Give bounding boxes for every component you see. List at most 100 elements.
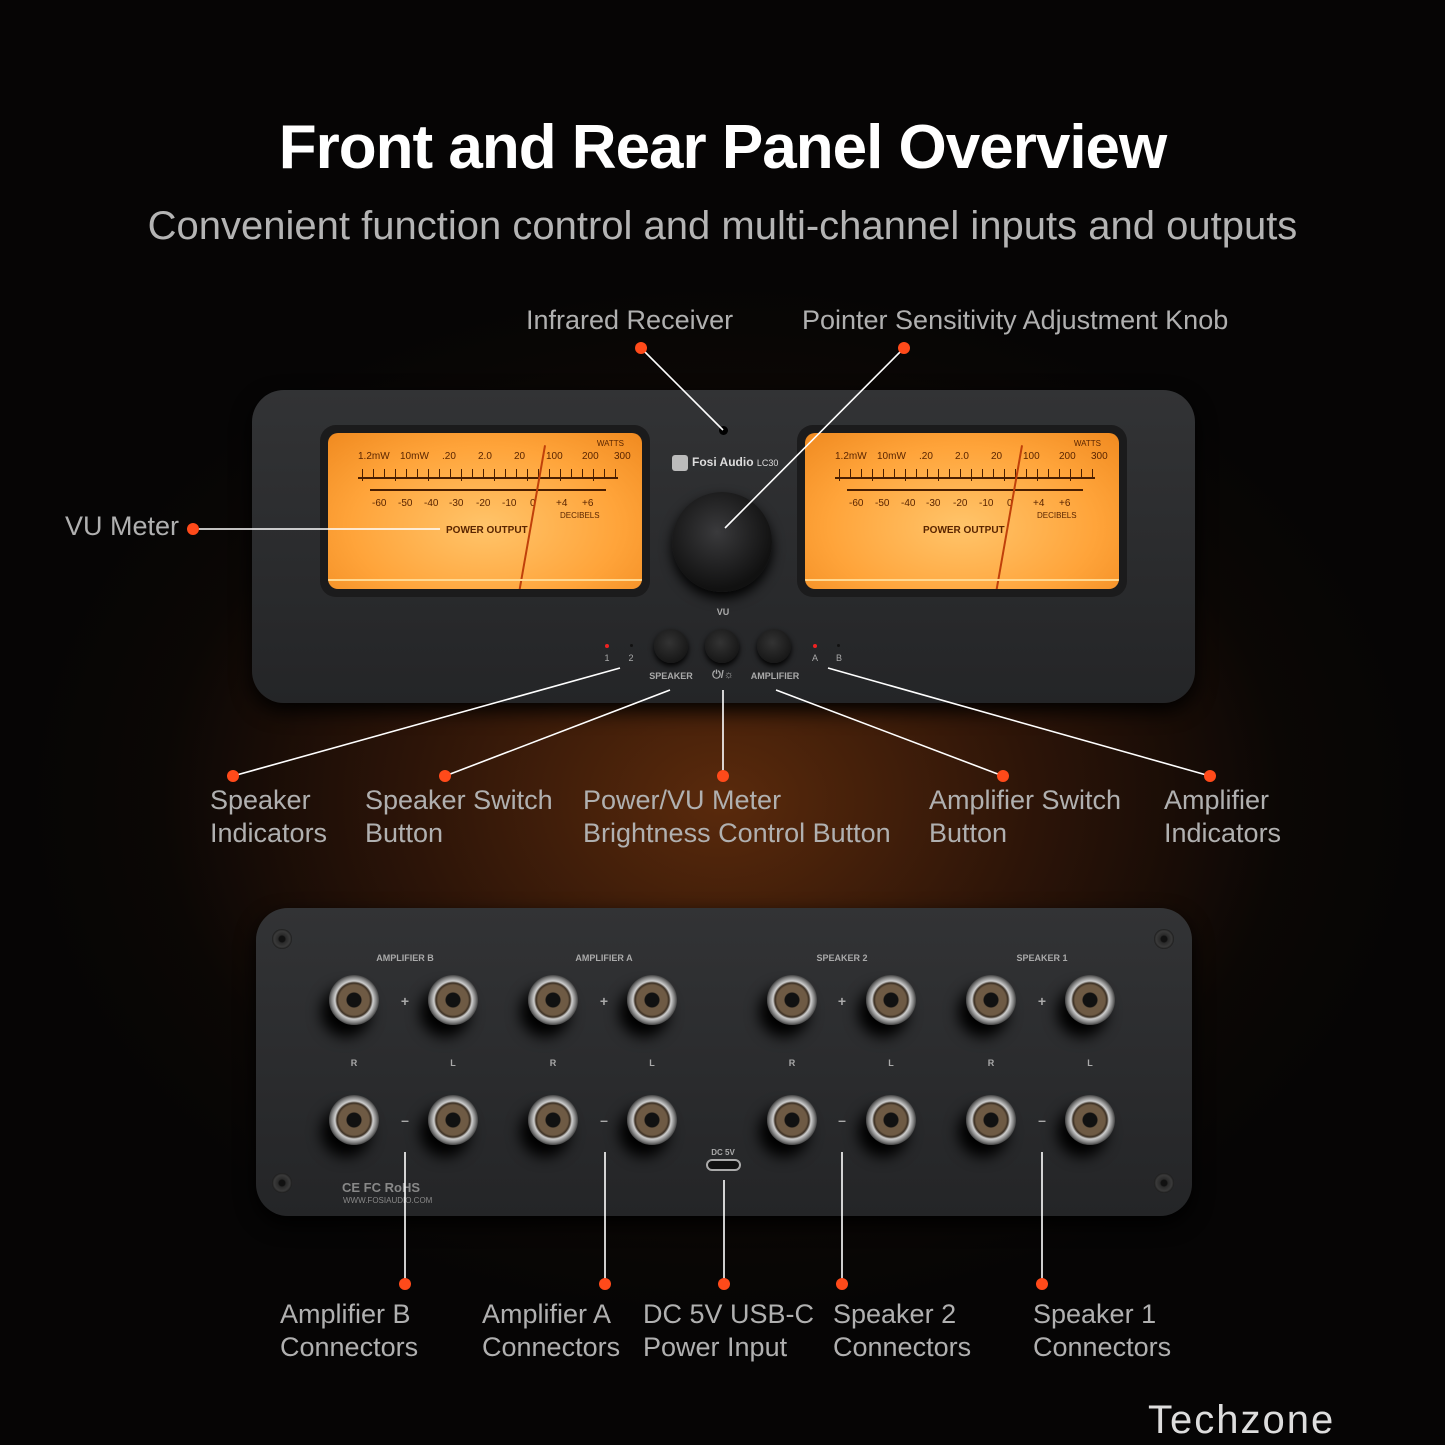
binding-post[interactable] [329, 975, 379, 1025]
line1: Amplifier Switch [929, 785, 1122, 815]
db-tick-label: -50 [398, 498, 413, 509]
scale-tick [615, 469, 616, 477]
scale-arc [835, 477, 1095, 479]
scale-tick [527, 469, 528, 481]
scale-arc [847, 489, 1083, 491]
callout-vu-meter: VU Meter [65, 511, 180, 541]
brand-name: Fosi Audio [692, 455, 754, 470]
callout-infrared: Infrared Receiver [526, 305, 734, 335]
binding-post[interactable] [528, 975, 578, 1025]
callout-line [827, 667, 1211, 777]
binding-post[interactable] [627, 1095, 677, 1145]
db-tick-label: -40 [901, 498, 916, 509]
binding-post[interactable] [767, 1095, 817, 1145]
db-tick-label: -10 [979, 498, 994, 509]
minus-label: – [1038, 1112, 1046, 1128]
watts-tick-label: 10mW [877, 451, 906, 462]
line2: Connectors [482, 1332, 621, 1362]
speaker-switch-button[interactable] [654, 629, 688, 663]
page-title: Front and Rear Panel Overview [278, 113, 1168, 182]
line1: Speaker 1 [1033, 1299, 1157, 1329]
scale-tick [1070, 469, 1071, 481]
amp-indicator-a-led [813, 644, 817, 648]
usb-c-port[interactable] [706, 1159, 741, 1171]
scale-tick [395, 469, 396, 481]
scale-tick [483, 469, 484, 477]
plus-label: + [400, 993, 410, 1009]
plus-label: + [1037, 993, 1047, 1009]
binding-post[interactable] [627, 975, 677, 1025]
binding-post[interactable] [866, 975, 916, 1025]
binding-post[interactable] [966, 975, 1016, 1025]
callout-dot [439, 770, 451, 782]
scale-tick [1048, 469, 1049, 477]
plus-label: + [599, 993, 609, 1009]
line2: Indicators [210, 818, 328, 848]
db-tick-label: +4 [1033, 498, 1045, 509]
channel-label: L [450, 1058, 456, 1068]
scale-tick [839, 469, 840, 481]
scale-arc [370, 489, 606, 491]
channel-label: L [888, 1058, 894, 1068]
scale-tick [417, 469, 418, 477]
callout-dot [227, 770, 239, 782]
binding-post[interactable] [1065, 975, 1115, 1025]
meter-base [328, 579, 642, 581]
screw-icon [1154, 929, 1174, 949]
binding-post[interactable] [528, 1095, 578, 1145]
callout-dot [836, 1278, 848, 1290]
minus-label: – [401, 1112, 409, 1128]
watts-label: WATTS [596, 439, 624, 448]
ind-a: A [811, 653, 819, 663]
watts-tick-label: 10mW [400, 451, 429, 462]
line2: Connectors [833, 1332, 972, 1362]
watts-tick-label: 200 [582, 451, 599, 462]
watts-tick-label: 2.0 [955, 451, 969, 462]
db-label: DECIBELS [1037, 511, 1077, 520]
ind-2: 2 [628, 653, 634, 663]
scale-tick [982, 469, 983, 477]
ind-1: 1 [604, 653, 610, 663]
scale-tick [1004, 469, 1005, 481]
line2: Button [365, 818, 444, 848]
scale-tick [461, 469, 462, 481]
callout-dot [399, 1278, 411, 1290]
watts-label: WATTS [1073, 439, 1101, 448]
scale-tick [593, 469, 594, 481]
scale-tick [894, 469, 895, 477]
channel-label: L [1087, 1058, 1093, 1068]
scale-tick [1092, 469, 1093, 477]
speaker-label: SPEAKER [649, 671, 693, 681]
scale-tick [850, 469, 851, 477]
line2: Brightness Control Button [583, 818, 891, 848]
line1: Amplifier [1164, 785, 1270, 815]
scale-tick [993, 469, 994, 477]
binding-post[interactable] [966, 1095, 1016, 1145]
line2: Connectors [1033, 1332, 1172, 1362]
speaker-indicator-1-led [605, 644, 609, 648]
scale-tick [450, 469, 451, 477]
binding-post[interactable] [428, 975, 478, 1025]
scale-tick [1059, 469, 1060, 477]
line2: Button [929, 818, 1008, 848]
binding-post[interactable] [428, 1095, 478, 1145]
db-tick-label: -20 [953, 498, 968, 509]
amplifier-switch-button[interactable] [757, 629, 791, 663]
sensitivity-knob[interactable] [672, 492, 772, 592]
minus-label: – [600, 1112, 608, 1128]
binding-post[interactable] [1065, 1095, 1115, 1145]
callout-dot [187, 523, 199, 535]
scale-tick [472, 469, 473, 477]
scale-tick [494, 469, 495, 481]
scale-tick [373, 469, 374, 477]
binding-post[interactable] [866, 1095, 916, 1145]
line1: Speaker [210, 785, 311, 815]
binding-post[interactable] [767, 975, 817, 1025]
channel-label: R [788, 1058, 796, 1068]
power-button[interactable] [705, 629, 739, 663]
binding-post[interactable] [329, 1095, 379, 1145]
